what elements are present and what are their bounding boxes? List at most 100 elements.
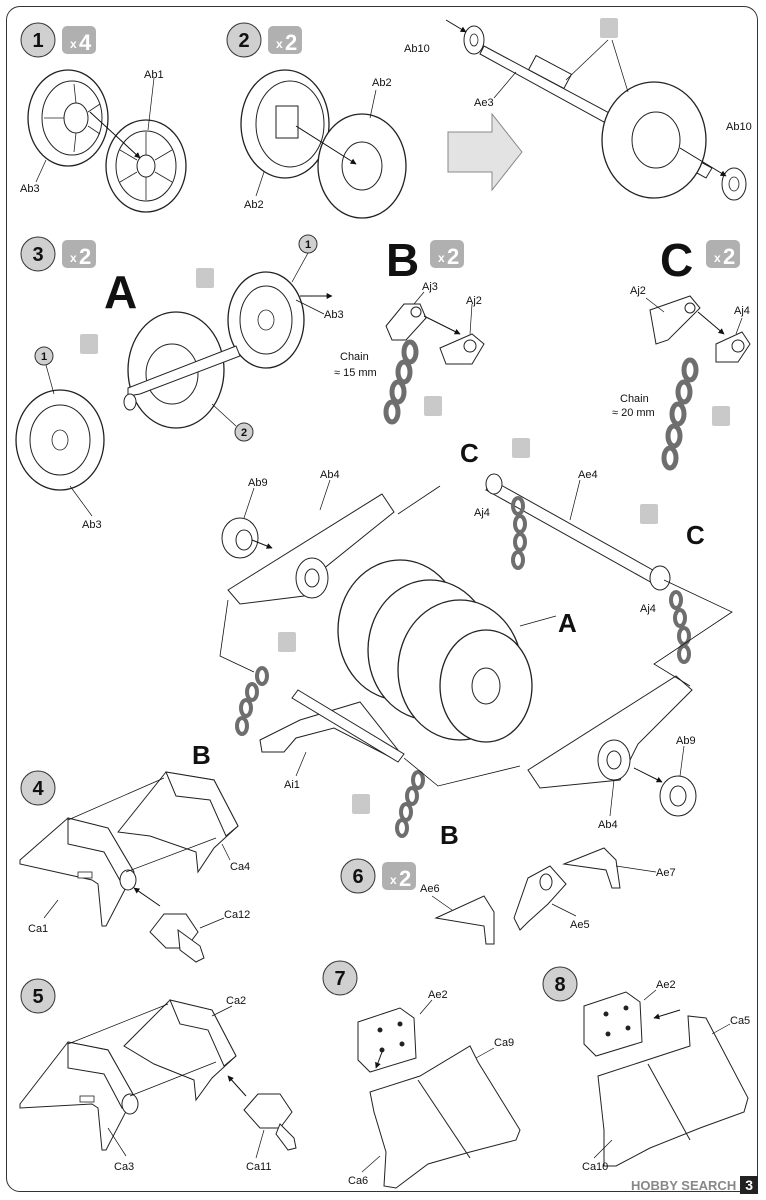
chain-b-length: ≈ 15 mm — [334, 367, 377, 379]
main-label-c-right: C — [686, 520, 705, 550]
subassembly-c-title: C — [660, 234, 693, 286]
label-ab3-bottom: Ab3 — [82, 519, 102, 531]
svg-text:7: 7 — [334, 968, 345, 990]
subassembly-a-title: A — [104, 266, 137, 318]
label-aj4-right: Aj4 — [640, 603, 656, 615]
label-ca12: Ca12 — [224, 909, 250, 921]
glue-icon — [640, 504, 658, 524]
glue-icon — [600, 18, 618, 38]
step-8-diagram: Ae2 Ca5 Ca10 — [582, 979, 750, 1173]
label-ca9: Ca9 — [494, 1037, 514, 1049]
label-aj2-b: Aj2 — [466, 295, 482, 307]
svg-text:2: 2 — [285, 30, 297, 55]
step-8-badge: 8 — [542, 966, 578, 1002]
label-ab4-top: Ab4 — [320, 469, 340, 481]
svg-text:5: 5 — [32, 986, 43, 1008]
page-number: 3 — [740, 1176, 758, 1194]
label-ae2-7: Ae2 — [428, 989, 448, 1001]
main-label-b-left: B — [192, 740, 211, 770]
glue-icon — [278, 632, 296, 652]
label-aj3: Aj3 — [422, 281, 438, 293]
main-label-b-right: B — [440, 820, 459, 850]
svg-text:4: 4 — [79, 30, 92, 55]
label-aj4-left: Aj4 — [474, 507, 490, 519]
step-1-diagram: Ab1 Ab3 — [20, 69, 187, 213]
axle-assembly-diagram: Ab10 Ae3 Ab10 — [404, 18, 752, 201]
svg-text:x: x — [438, 251, 445, 265]
svg-text:2: 2 — [241, 427, 247, 439]
label-ca4: Ca4 — [230, 861, 250, 873]
watermark: HOBBY SEARCH 3 — [631, 1176, 758, 1194]
step-5-diagram: Ca2 Ca3 Ca11 — [19, 995, 297, 1173]
label-aj4-c: Aj4 — [734, 305, 750, 317]
label-ab10-b: Ab10 — [726, 121, 752, 133]
svg-text:x: x — [70, 251, 77, 265]
subassembly-b-diagram: B x 2 Aj3 Aj2 Chain ≈ 15 mm — [334, 234, 485, 425]
chain-c-label: Chain — [620, 393, 649, 405]
label-ca5: Ca5 — [730, 1015, 750, 1027]
label-ab10-a: Ab10 — [404, 43, 430, 55]
glue-icon — [196, 268, 214, 288]
svg-text:2: 2 — [79, 244, 91, 269]
svg-text:2: 2 — [447, 244, 459, 269]
chain-c-length: ≈ 20 mm — [612, 407, 655, 419]
svg-text:2: 2 — [238, 30, 249, 52]
label-ca3: Ca3 — [114, 1161, 134, 1173]
chain-b-label: Chain — [340, 351, 369, 363]
watermark-brand: HOBBY SEARCH — [630, 1177, 737, 1193]
step-6-badge: 6 x 2 — [340, 858, 416, 894]
label-ab2-a: Ab2 — [372, 77, 392, 89]
step-4-badge: 4 — [20, 770, 56, 806]
label-ae4: Ae4 — [578, 469, 598, 481]
label-ae5: Ae5 — [570, 919, 590, 931]
label-ae3: Ae3 — [474, 97, 494, 109]
label-ae2-8: Ae2 — [656, 979, 676, 991]
svg-text:2: 2 — [399, 866, 411, 891]
label-ca6: Ca6 — [348, 1175, 368, 1187]
big-arrow-icon — [447, 112, 523, 192]
label-ab3: Ab3 — [20, 183, 40, 195]
subassembly-c-diagram: C x 2 Aj2 Aj4 Chain ≈ 20 mm — [612, 234, 751, 471]
glue-icon — [80, 334, 98, 354]
label-ae7: Ae7 — [656, 867, 676, 879]
glue-icon — [424, 396, 442, 416]
label-ab2-b: Ab2 — [244, 199, 264, 211]
svg-text:x: x — [714, 251, 721, 265]
svg-text:1: 1 — [32, 30, 43, 52]
step-2-badge: 2 x 2 — [226, 22, 302, 58]
svg-text:x: x — [70, 37, 77, 51]
step-3-diagram: A 1 2 1 Ab3 Ab3 — [15, 234, 344, 531]
label-ai1: Ai1 — [284, 779, 300, 791]
label-ab1: Ab1 — [144, 69, 164, 81]
step-4-diagram: Ca1 Ca4 Ca12 — [19, 771, 250, 963]
subassembly-b-title: B — [386, 234, 419, 286]
svg-text:x: x — [390, 873, 397, 887]
main-assembly-diagram: A C C — [192, 438, 733, 850]
label-aj2-c: Aj2 — [630, 285, 646, 297]
svg-text:4: 4 — [32, 778, 44, 800]
svg-text:6: 6 — [352, 866, 363, 888]
glue-icon — [352, 794, 370, 814]
label-ca11: Ca11 — [246, 1161, 271, 1173]
step-6-diagram: Ae6 Ae5 Ae7 — [420, 847, 676, 945]
step-7-badge: 7 — [322, 960, 358, 996]
glue-icon — [712, 406, 730, 426]
main-label-a: A — [558, 608, 577, 638]
svg-text:1: 1 — [305, 239, 311, 251]
label-ca1: Ca1 — [28, 923, 48, 935]
svg-text:8: 8 — [554, 974, 565, 996]
label-ab9-bottom: Ab9 — [676, 735, 696, 747]
svg-text:1: 1 — [41, 351, 47, 363]
label-ab3-top: Ab3 — [324, 309, 344, 321]
label-ab9-top: Ab9 — [248, 477, 268, 489]
step-1-badge: 1 x 4 — [20, 22, 96, 58]
label-ae6: Ae6 — [420, 883, 440, 895]
label-ca2: Ca2 — [226, 995, 246, 1007]
svg-text:3: 3 — [32, 244, 43, 266]
page-frame — [6, 6, 758, 1192]
glue-icon — [512, 438, 530, 458]
step-2-diagram: Ab2 Ab2 — [240, 69, 407, 219]
label-ca10: Ca10 — [582, 1161, 608, 1173]
svg-text:2: 2 — [723, 244, 735, 269]
